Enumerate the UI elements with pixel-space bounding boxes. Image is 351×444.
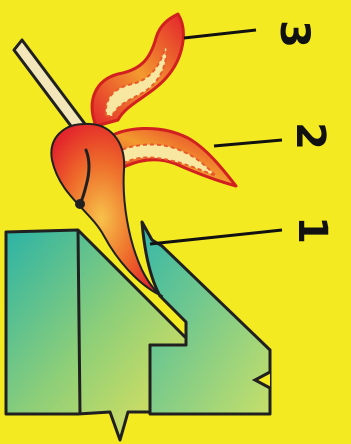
petal-3: [92, 14, 183, 126]
leader-line-2: [214, 140, 282, 146]
label-3: 3: [271, 20, 317, 48]
label-2: 2: [287, 122, 333, 150]
label-1: 1: [289, 216, 335, 244]
leader-line-3: [184, 30, 256, 38]
leader-line-1: [150, 230, 282, 244]
